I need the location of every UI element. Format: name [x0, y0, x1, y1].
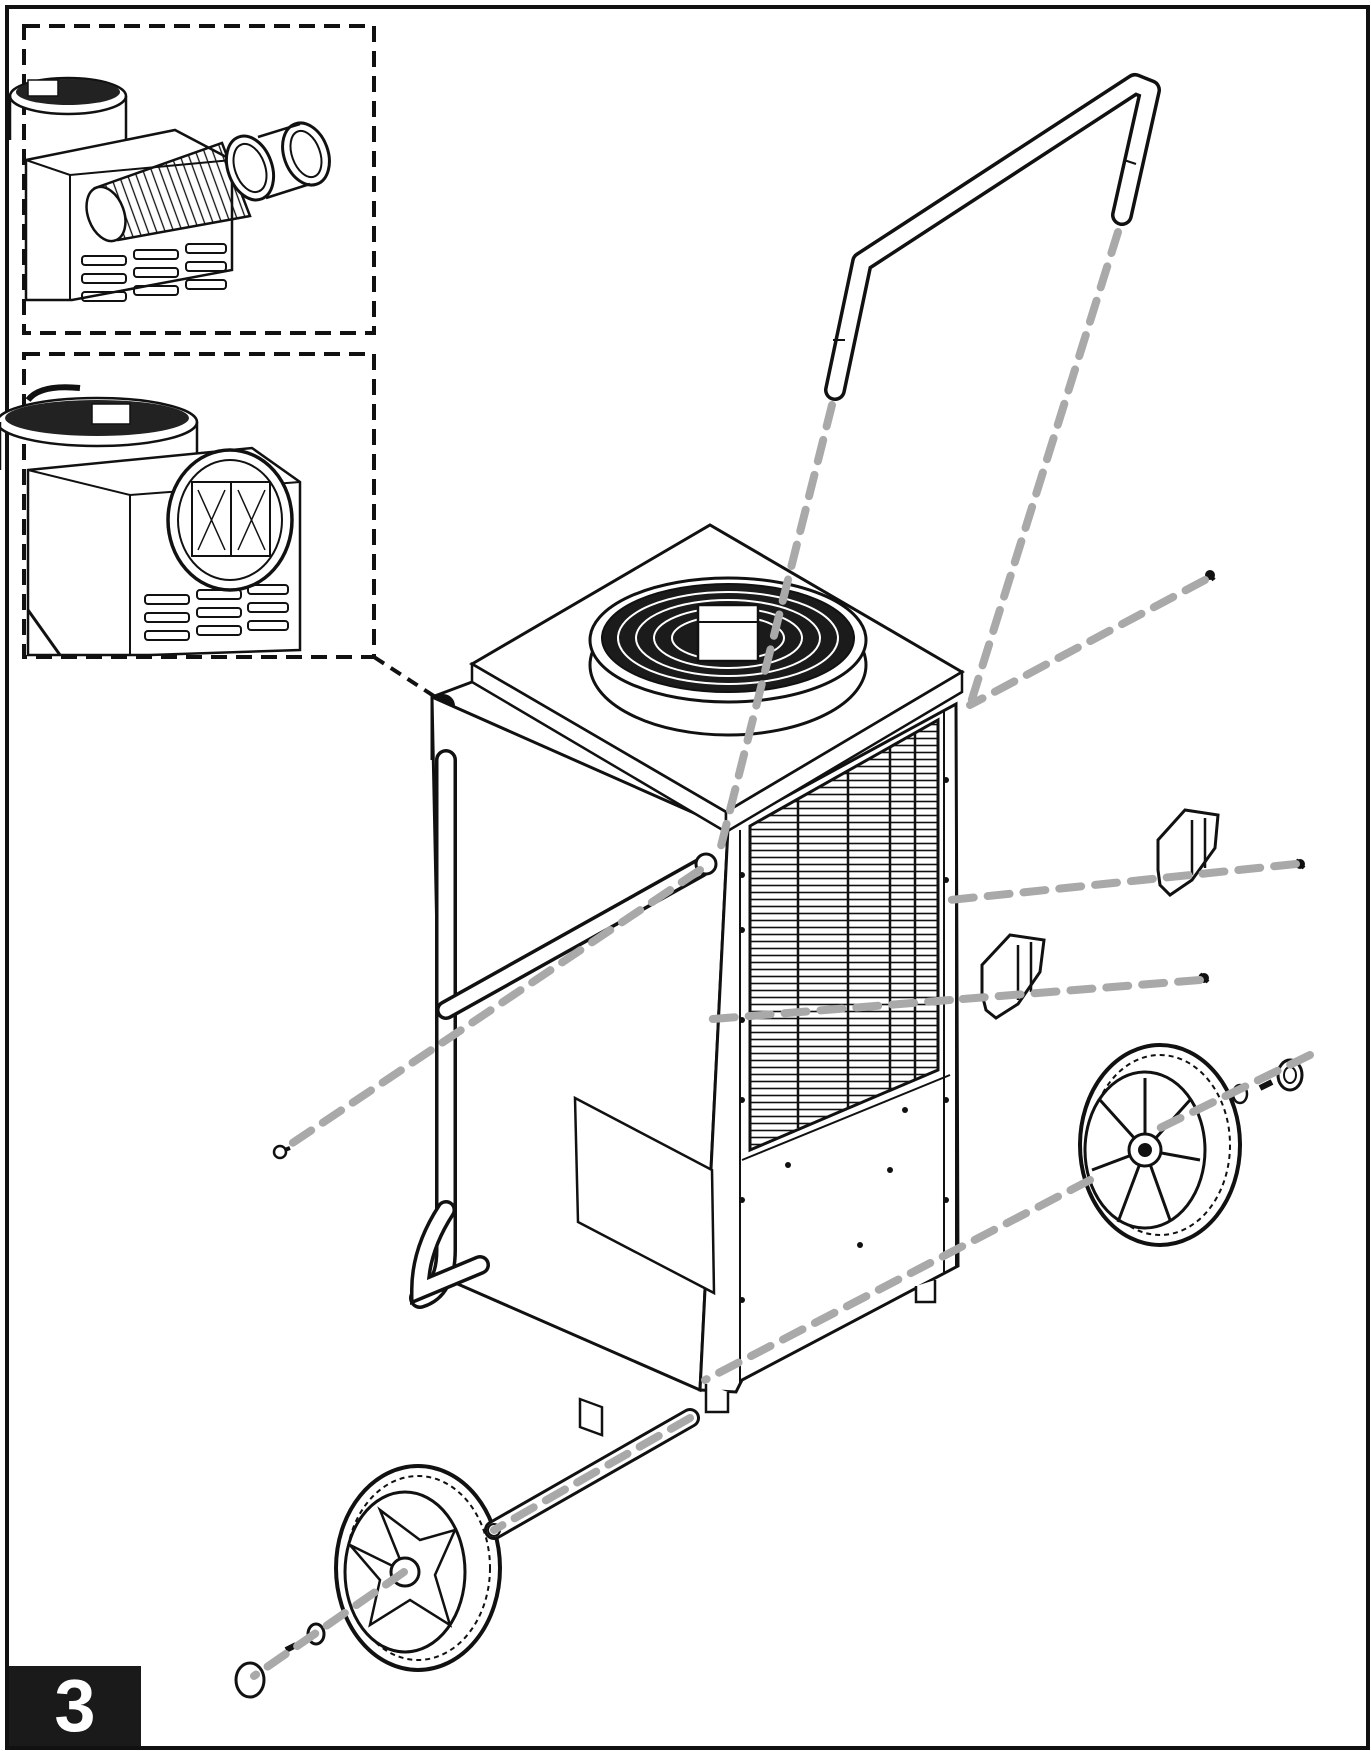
fan-guard-icon: [588, 576, 868, 737]
wheel-left: [334, 1464, 502, 1672]
inset2-grille: [144, 584, 289, 641]
assembly-guides: [250, 228, 1314, 1680]
handle: [824, 73, 1161, 401]
inset-duct-hose: [8, 24, 376, 335]
step-number-badge: 3: [9, 1666, 141, 1746]
handle-side-bar: [409, 749, 718, 1309]
cord-hook-upper: [1156, 808, 1220, 897]
wheel-right: [1078, 1043, 1242, 1247]
screw-left: [272, 1144, 291, 1160]
inset-duct-collar: [0, 352, 376, 659]
inset-leader: [372, 655, 442, 702]
cord-hook-lower: [980, 933, 1046, 1020]
diagram-border: [5, 5, 1370, 1750]
inset1-grille: [81, 243, 227, 302]
control-panel: [573, 1095, 716, 1296]
power-switch-icon: [578, 1397, 604, 1437]
duct-collar-adapter-icon: [166, 448, 294, 592]
